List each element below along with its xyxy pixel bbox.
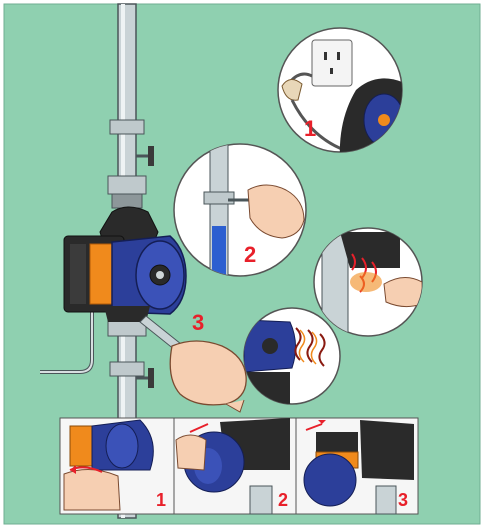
bottom-panel-1: 1 — [60, 418, 174, 514]
bottom-step-1-label: 1 — [156, 490, 166, 510]
step-2-label: 2 — [244, 242, 256, 267]
power-socket-icon — [312, 40, 352, 86]
bottom-step-3-label: 3 — [398, 490, 408, 510]
bottom-step-2-label: 2 — [278, 490, 288, 510]
bottom-panel-3: 3 — [296, 418, 418, 514]
step-1-label: 1 — [304, 116, 316, 141]
bottom-panel-2: 2 — [174, 418, 296, 514]
heat-vignette-upper — [314, 228, 422, 338]
step-3-label: 3 — [192, 310, 204, 335]
bottom-steps-strip: 1 2 3 — [60, 418, 418, 514]
